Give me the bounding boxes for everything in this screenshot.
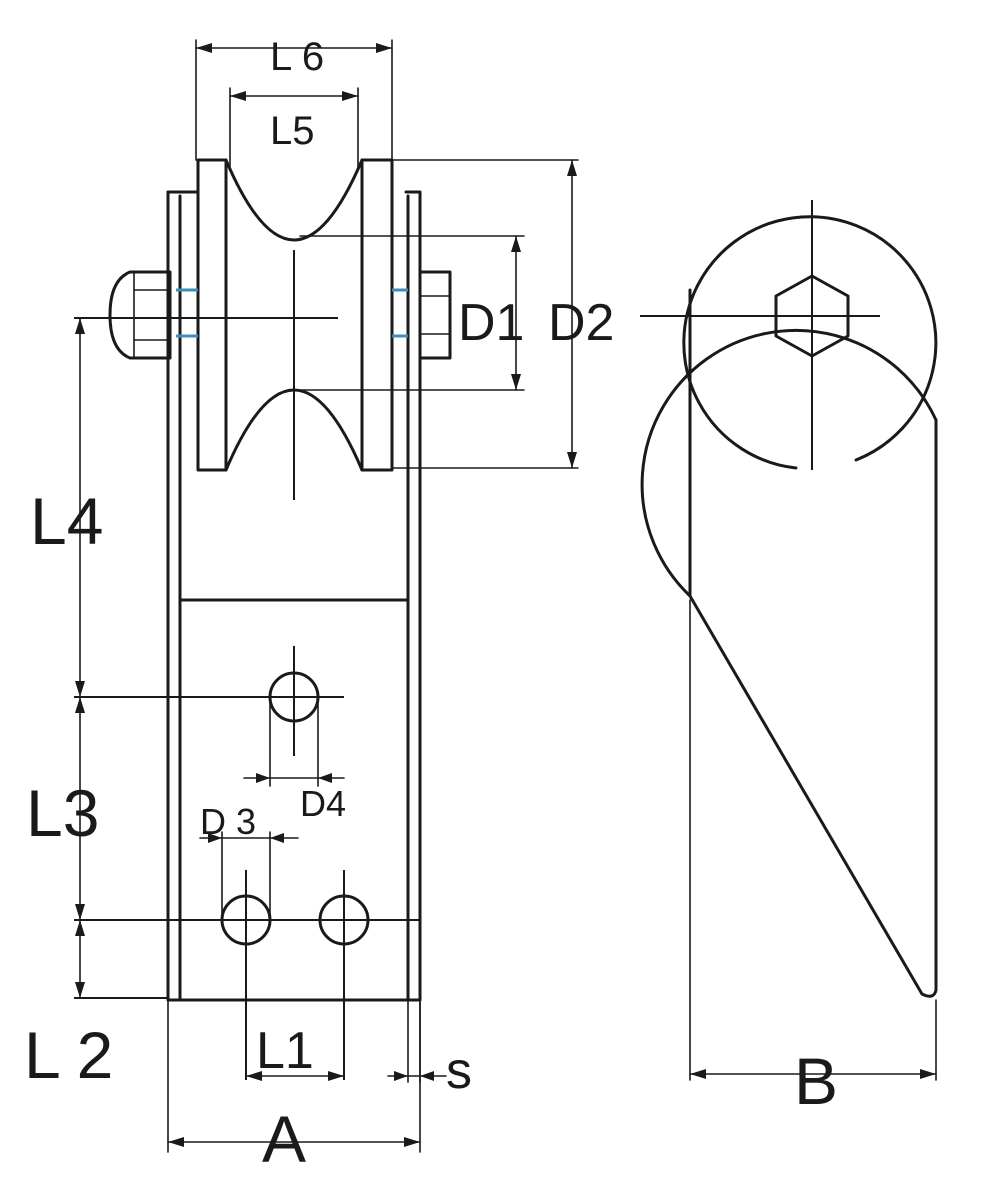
front-view [74,158,452,1080]
sheave-groove-top [224,158,364,242]
label-d2: D2 [548,294,614,352]
sheave-left-flange [196,158,228,472]
sheave-outer-circle [640,328,938,598]
label-l2: L 2 [24,1018,113,1092]
sheave-inner-circle [682,215,938,470]
label-l6: L 6 [270,35,324,79]
side-body [688,288,938,998]
bolt-head [108,270,172,360]
label-b: B [794,1044,838,1118]
label-l4: L4 [30,484,103,558]
label-a: A [262,1102,306,1176]
label-l3: L3 [26,776,99,850]
label-l1: L1 [256,1022,314,1080]
label-s: s [446,1042,472,1100]
label-l5: L5 [270,109,315,153]
label-d3: D 3 [200,801,256,842]
side-view: B [640,200,938,1118]
label-d1: D1 [458,294,524,352]
dimensions: L 6 L5 D1 D2 L4 L3 L [24,35,614,1176]
sheave-right-flange [360,158,394,472]
bolt-nut [418,270,452,360]
label-d4: D4 [300,783,346,824]
